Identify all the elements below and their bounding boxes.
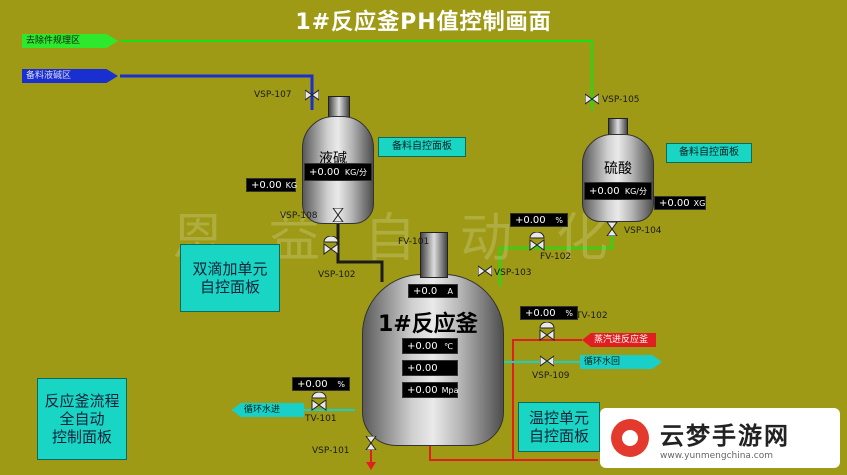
unit: Mpa — [441, 385, 459, 395]
site-logo: 云梦手游网 www.yunmengchina.com — [600, 408, 840, 468]
label-tv101: TV-101 — [305, 414, 337, 424]
value: +0.00 — [515, 214, 546, 226]
caustic-rate-display: +0.00 KG/分 — [304, 163, 372, 181]
caustic-tank-motor — [328, 96, 350, 118]
steam-pipe — [512, 339, 582, 460]
valve-vsp103-icon[interactable] — [478, 264, 492, 278]
reactor-motor — [420, 232, 448, 278]
label-vsp101: VSP-101 — [312, 446, 350, 456]
value: +0.00 — [659, 197, 690, 209]
logo-url: www.yunmengchina.com — [660, 450, 774, 461]
temp-control-panel-button[interactable]: 温控单元 自控面板 — [518, 402, 600, 452]
unit: % — [555, 215, 563, 225]
blue-pipe — [120, 74, 314, 110]
acid-panel-button[interactable]: 备料自控面板 — [666, 143, 752, 163]
value: +0.00 — [407, 362, 438, 374]
logo-name: 云梦手游网 — [660, 421, 790, 450]
flow-tag-label: 去除件规理区 — [26, 36, 81, 46]
valve-vsp107-icon[interactable] — [305, 88, 319, 102]
label-vsp104: VSP-104 — [624, 226, 662, 236]
green-pipe — [120, 40, 593, 110]
valve-vsp105-icon[interactable] — [585, 92, 599, 106]
value: +0.00 — [251, 179, 282, 191]
cooling-return-tag[interactable]: 循环水回 — [580, 355, 662, 369]
label-tv102: TV-102 — [576, 311, 608, 321]
reactor-ph-display: +0.00 — [402, 360, 458, 376]
reactor-label: 1#反应釜 — [378, 312, 478, 337]
label-vsp105: VSP-105 — [602, 95, 640, 105]
valve-vsp101-icon[interactable] — [364, 436, 378, 450]
reactor-pressure-display: +0.00 Mpa — [402, 382, 459, 398]
cooling-in-tag[interactable]: 循环水进 — [232, 403, 304, 417]
valve-tv101-icon[interactable] — [310, 392, 328, 412]
value: +0.00 — [309, 166, 340, 178]
acid-tank-label: 硫酸 — [604, 161, 632, 177]
value: +0.0 — [413, 285, 438, 297]
unit: KG — [285, 180, 298, 190]
unit: KG/分 — [624, 186, 647, 196]
label-vsp103: VSP-103 — [494, 268, 532, 278]
value: +0.00 — [525, 307, 556, 319]
steam-in-tag[interactable]: 蒸汽进反应釜 — [582, 333, 656, 347]
value: +0.00 — [407, 384, 438, 396]
valve-vsp102-icon[interactable] — [322, 236, 340, 256]
tag-label: 循环水进 — [244, 405, 281, 415]
value: +0.00 — [589, 185, 620, 197]
value: +0.00 — [407, 340, 438, 352]
unit: KG/分 — [344, 167, 367, 177]
caustic-panel-button[interactable]: 备料自控面板 — [378, 137, 466, 157]
flow-tag-label: 备料液碱区 — [26, 71, 72, 81]
valve-vsp104-icon[interactable] — [605, 222, 619, 236]
acid-rate-display: +0.00 KG/分 — [584, 182, 652, 200]
outlet-arrow-icon — [366, 462, 376, 470]
unit: XG — [693, 198, 706, 208]
flow-tag-top-green[interactable]: 去除件规理区 — [22, 34, 118, 48]
value: +0.00 — [297, 378, 328, 390]
acid-tank[interactable] — [582, 134, 654, 222]
fv102-percent-display: +0.00 % — [510, 213, 568, 227]
tv102-percent-display: +0.00 % — [520, 306, 578, 320]
label-fv101: FV-101 — [398, 237, 430, 247]
valve-tv102-icon[interactable] — [538, 322, 556, 342]
logo-icon — [611, 419, 649, 457]
agitator-current-display: +0.0 A — [408, 284, 458, 298]
dosing-unit-panel-button[interactable]: 双滴加单元 自控面板 — [180, 244, 280, 312]
valve-fv102-icon[interactable] — [528, 232, 546, 252]
tag-label: 循环水回 — [584, 357, 621, 367]
label-fv102: FV-102 — [540, 252, 572, 262]
unit: % — [337, 379, 345, 389]
label-vsp102: VSP-102 — [318, 270, 356, 280]
steam-pipe-bottom — [429, 442, 598, 461]
reactor-temp-display: +0.00 ℃ — [402, 338, 458, 354]
flow-tag-top-blue[interactable]: 备料液碱区 — [22, 69, 118, 83]
label-vsp109: VSP-109 — [532, 371, 570, 381]
unit: ℃ — [444, 341, 453, 351]
tag-label: 蒸汽进反应釜 — [594, 335, 649, 345]
tv101-percent-display: +0.00 % — [292, 377, 350, 391]
caustic-weight-display: +0.00 KG — [246, 178, 298, 192]
unit: % — [565, 308, 573, 318]
process-control-panel-button[interactable]: 反应釜流程 全自动 控制面板 — [37, 378, 127, 460]
label-vsp107: VSP-107 — [254, 90, 292, 100]
unit: A — [447, 286, 453, 296]
valve-vsp109-icon[interactable] — [540, 354, 554, 368]
label-vsp108: VSP-108 — [280, 211, 318, 221]
page-title: 1#反应釜PH值控制画面 — [295, 10, 552, 35]
valve-vsp108-icon[interactable] — [331, 208, 345, 222]
acid-weight-display: +0.00 XG — [654, 196, 706, 210]
